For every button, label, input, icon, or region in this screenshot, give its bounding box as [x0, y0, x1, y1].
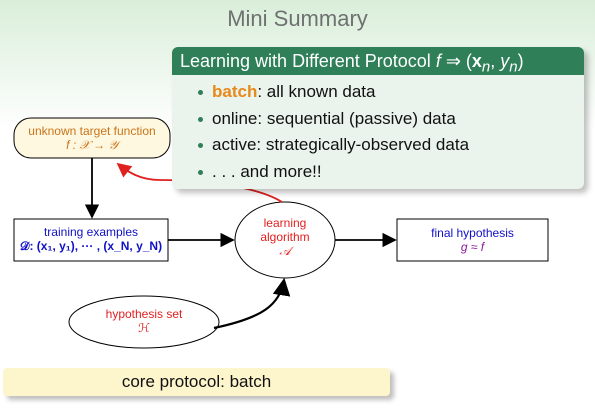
slide-title: Mini Summary: [227, 6, 368, 31]
list-item: . . . and more!!: [172, 159, 584, 186]
protocol-box: Learning with Different Protocol f ⇒ (xn…: [172, 47, 584, 189]
list-item: batch: all known data: [172, 79, 584, 106]
bullet-icon: [198, 90, 203, 95]
list-item: active: strategically-observed data: [172, 132, 584, 159]
hypothesis-set-ellipse: [68, 295, 220, 349]
hypothesis-set-label: hypothesis set ℋ: [105, 307, 183, 335]
protocol-list: batch: all known data online: sequential…: [172, 75, 584, 185]
bullet-icon: [198, 116, 203, 122]
target-function-label: unknown target function f : 𝒳 → 𝒴: [28, 124, 156, 152]
learning-algorithm-label: learning algorithm 𝒜: [260, 216, 310, 258]
training-examples-label: training examples 𝒟: (x₁, y₁), ··· , (x_…: [19, 225, 163, 253]
bullet-icon: [198, 169, 203, 175]
final-hypothesis-label: final hypothesis g ≈ f: [431, 226, 514, 254]
protocol-heading: Learning with Different Protocol f ⇒ (xn…: [172, 47, 584, 76]
final-hypothesis-box: [396, 218, 549, 262]
bullet-icon: [198, 143, 203, 148]
core-protocol-box: core protocol: batch: [3, 368, 390, 396]
list-item: online: sequential (passive) data: [172, 106, 584, 133]
arrow-hypothesis-to-algorithm: [213, 277, 291, 330]
